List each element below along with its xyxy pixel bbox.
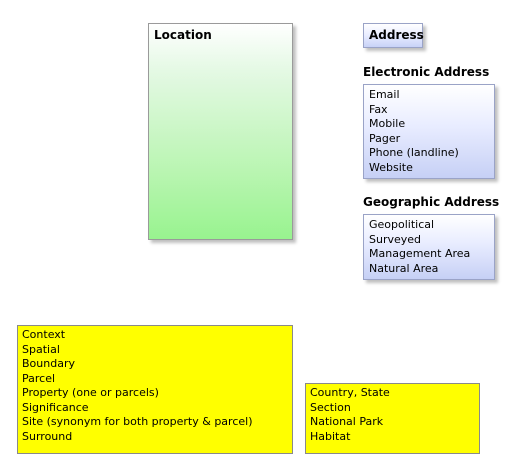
list-item: Geopolitical bbox=[369, 218, 435, 231]
note-item: Section bbox=[310, 400, 351, 414]
geographic-address-heading: Geographic Address bbox=[363, 195, 500, 209]
list-item: Pager bbox=[369, 131, 401, 145]
location-class-box: Location bbox=[148, 23, 293, 240]
list-item: Mobile bbox=[369, 117, 406, 130]
note-item: Boundary bbox=[22, 357, 75, 370]
list-item: Email bbox=[369, 88, 400, 101]
note-item: Spatial bbox=[22, 342, 60, 356]
note-item: Country, State bbox=[310, 386, 390, 399]
list-item: Phone (landline) bbox=[369, 146, 459, 159]
list-item: Fax bbox=[369, 102, 388, 116]
location-title: Location bbox=[154, 28, 212, 42]
note-item: Site (synonym for both property & parcel… bbox=[22, 415, 253, 428]
list-item: Natural Area bbox=[369, 261, 439, 275]
list-item: Surveyed bbox=[369, 232, 422, 246]
note-item: Parcel bbox=[22, 371, 56, 385]
note-item: Surround bbox=[22, 429, 73, 443]
note-item: Habitat bbox=[310, 429, 351, 443]
note-item: Context bbox=[22, 328, 66, 341]
location-notes-box: Context Spatial Boundary Parcel Property… bbox=[17, 325, 293, 454]
note-item: Significance bbox=[22, 400, 89, 414]
list-item: Management Area bbox=[369, 247, 471, 260]
geographic-address-box: Geopolitical Surveyed Management Area Na… bbox=[363, 214, 495, 280]
electronic-address-box: Email Fax Mobile Pager Phone (landline) … bbox=[363, 84, 495, 179]
geographic-notes-box: Country, State Section National Park Hab… bbox=[305, 383, 480, 454]
note-item: Property (one or parcels) bbox=[22, 386, 159, 399]
address-class-box: Address bbox=[363, 23, 424, 48]
note-item: National Park bbox=[310, 415, 384, 428]
list-item: Website bbox=[369, 160, 413, 174]
address-title: Address bbox=[369, 28, 424, 42]
electronic-address-heading: Electronic Address bbox=[363, 65, 490, 79]
